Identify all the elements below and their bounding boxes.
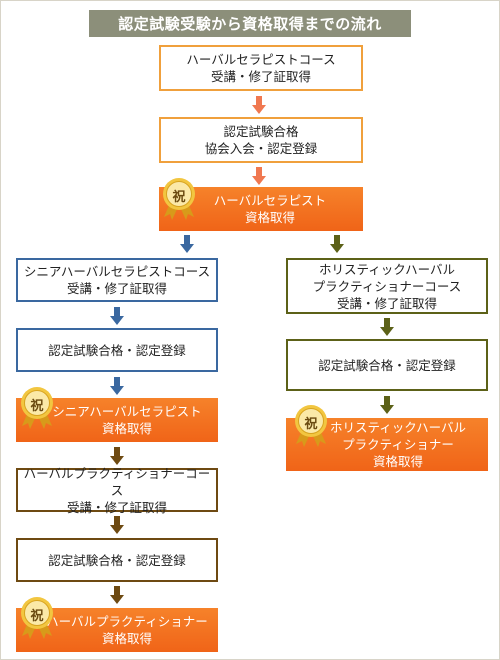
holistic-exam-text: 認定試験合格・認定登録 [318, 357, 456, 373]
senior-course-line-1: シニアハーバルセラピストコース [23, 264, 211, 279]
exam-pass-box: 認定試験合格 協会入会・認定登録 [159, 117, 363, 163]
celebration-badge-icon: 祝 [159, 177, 199, 221]
celebration-badge-icon: 祝 [17, 386, 57, 430]
senior-exam-box: 認定試験合格・認定登録 [16, 328, 218, 372]
senior-exam-text: 認定試験合格・認定登録 [48, 342, 186, 358]
holistic-result-line-2: プラクティショナー [342, 437, 454, 452]
result-line-1: ハーバルセラピスト [213, 193, 327, 208]
celebration-badge-icon: 祝 [291, 404, 331, 448]
course-line-2: 受講・修了証取得 [210, 69, 311, 84]
arrow-down-icon [252, 96, 266, 114]
practitioner-course-line-1: ハーバルプラクティショナーコース [23, 465, 211, 498]
holistic-result-line-3: 資格取得 [372, 454, 423, 469]
practitioner-course-box: ハーバルプラクティショナーコース 受講・修了証取得 [16, 465, 218, 515]
herbal-therapist-result: ハーバルセラピスト 資格取得 [159, 187, 363, 231]
holistic-course-line-3: 受講・修了証取得 [336, 295, 437, 311]
arrow-down-icon [110, 586, 124, 604]
celebration-badge-icon: 祝 [17, 596, 57, 640]
practitioner-result-line-2: 資格取得 [101, 631, 152, 646]
arrow-down-icon [110, 377, 124, 395]
exam-line-1: 認定試験合格 [223, 124, 299, 139]
page-title: 認定試験受験から資格取得までの流れ [89, 10, 411, 37]
senior-result-line-1: シニアハーバルセラピスト [52, 404, 202, 419]
arrow-down-icon [252, 167, 266, 185]
arrow-down-icon [110, 447, 124, 465]
holistic-result-line-1: ホリスティックハーバル [329, 420, 466, 435]
result-line-2: 資格取得 [244, 210, 295, 225]
senior-course-line-2: 受講・修了証取得 [66, 281, 167, 296]
arrow-down-icon [180, 235, 194, 253]
holistic-course-line-2: プラクティショナーコース [312, 278, 462, 294]
senior-result-line-2: 資格取得 [101, 421, 152, 436]
practitioner-exam-box: 認定試験合格・認定登録 [16, 538, 218, 582]
badge-char: 祝 [30, 609, 44, 624]
course-line-1: ハーバルセラピストコース [186, 52, 336, 67]
practitioner-result-line-1: ハーバルプラクティショナー [46, 614, 208, 629]
badge-char: 祝 [30, 399, 44, 414]
arrow-down-icon [330, 235, 344, 253]
arrow-down-icon [380, 396, 394, 414]
badge-char: 祝 [172, 190, 186, 205]
arrow-down-icon [380, 318, 394, 336]
holistic-practitioner-result: ホリスティックハーバル プラクティショナー 資格取得 [286, 418, 488, 471]
badge-char: 祝 [304, 417, 318, 432]
herbal-therapist-course-box: ハーバルセラピストコース 受講・修了証取得 [159, 45, 363, 91]
exam-line-2: 協会入会・認定登録 [204, 141, 318, 156]
holistic-course-box: ホリスティックハーバル プラクティショナーコース 受講・修了証取得 [286, 258, 488, 314]
arrow-down-icon [110, 307, 124, 325]
holistic-course-line-1: ホリスティックハーバル [318, 261, 455, 277]
senior-course-box: シニアハーバルセラピストコース 受講・修了証取得 [16, 258, 218, 302]
arrow-down-icon [110, 516, 124, 534]
practitioner-course-line-2: 受講・修了証取得 [66, 499, 167, 515]
holistic-exam-box: 認定試験合格・認定登録 [286, 339, 488, 391]
practitioner-exam-text: 認定試験合格・認定登録 [48, 552, 186, 568]
